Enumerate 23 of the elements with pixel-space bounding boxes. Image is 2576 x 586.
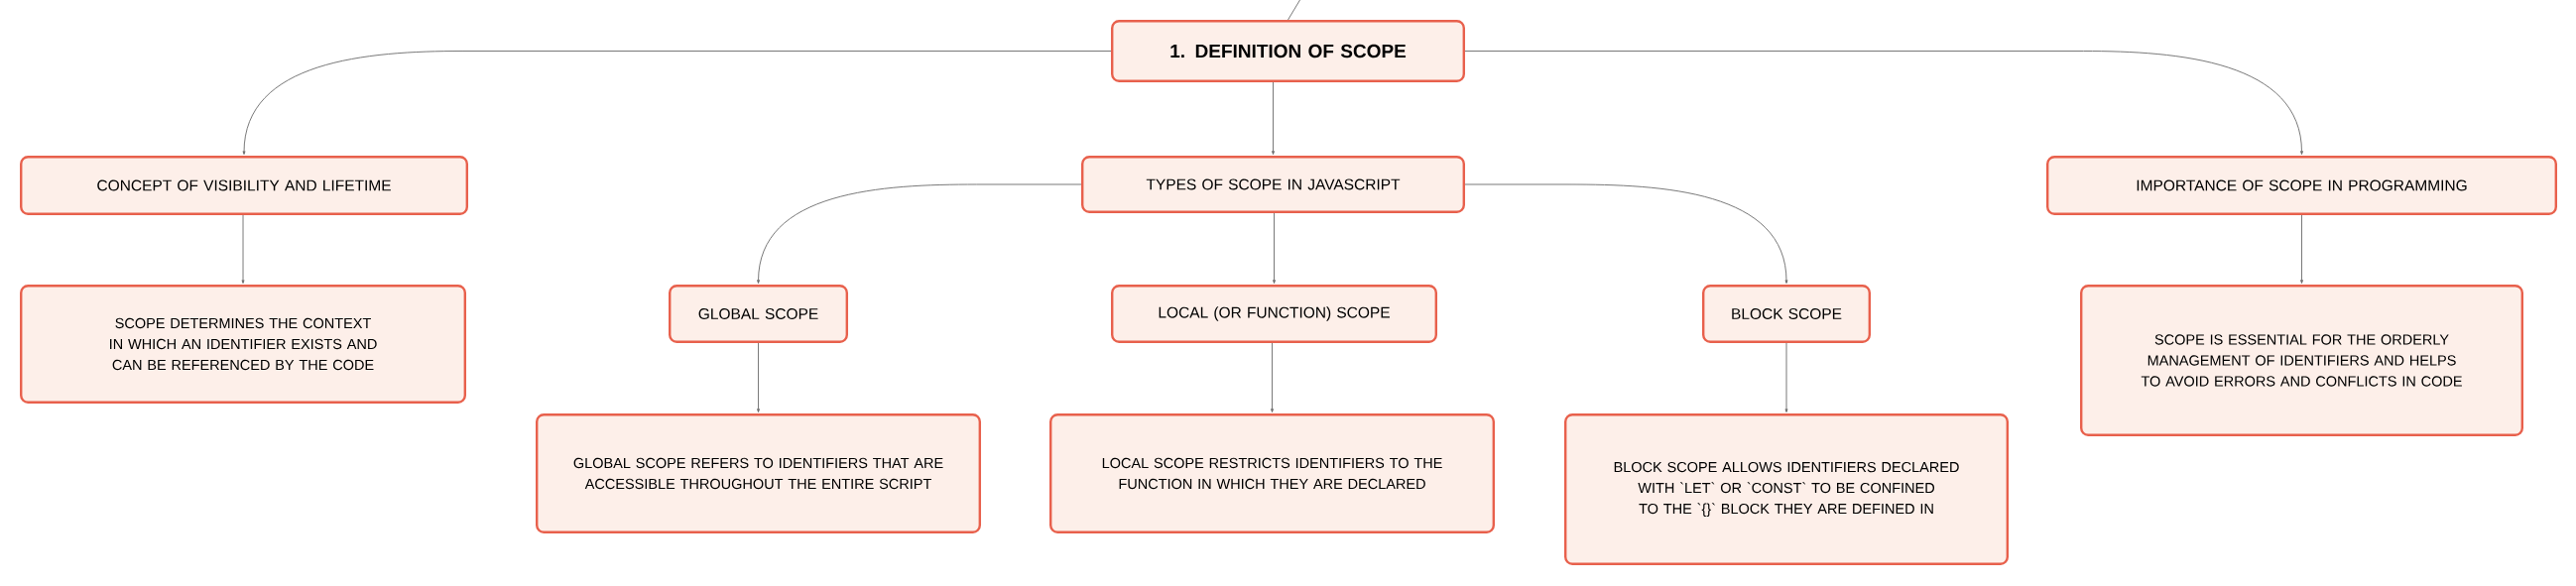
description-box: LOCAL SCOPE RESTRICTS IDENTIFIERS TO THE FUNCTION IN WHICH THEY ARE DECLARED [1049, 413, 1495, 533]
connector-arrow [242, 51, 1112, 155]
connector-arrow [757, 183, 1082, 284]
topic-box: IMPORTANCE OF SCOPE IN PROGRAMMING [2046, 156, 2557, 215]
topic-box: CONCEPT OF VISIBILITY AND LIFETIME [20, 156, 468, 215]
topic-box: BLOCK SCOPE [1702, 285, 1871, 343]
root-topic-box: 1. DEFINITION OF SCOPE [1111, 20, 1465, 82]
connector-arrow [1784, 342, 1788, 412]
topic-box: TYPES OF SCOPE IN JAVASCRIPT [1081, 156, 1465, 213]
connector-arrow [2300, 214, 2303, 284]
connector-arrow [241, 214, 245, 284]
description-box: GLOBAL SCOPE REFERS TO IDENTIFIERS THAT ARE ACCESSIBLE THROUGHOUT THE ENTIRE SCRIPT [536, 413, 982, 533]
connector-arrow [1272, 81, 1275, 155]
connector-arrow [1273, 212, 1276, 284]
description-box: SCOPE IS ESSENTIAL FOR THE ORDERLY MANAGEMENT OF IDENTIFIERS AND HELPS TO AVOID ERRORS AND CONFLICTS IN CODE [2080, 285, 2523, 436]
connector-arrow [757, 342, 760, 412]
topic-box: LOCAL (OR FUNCTION) SCOPE [1111, 285, 1437, 343]
description-box: BLOCK SCOPE ALLOWS IDENTIFIERS DECLARED WITH `LET` OR `CONST` TO BE CONFINED TO THE `{}` BLOCK THEY ARE DEFINED IN [1564, 413, 2009, 565]
connector-arrow [1271, 342, 1274, 412]
connector-arrow [1464, 183, 1788, 284]
description-box: SCOPE DETERMINES THE CONTEXT IN WHICH AN IDENTIFIER EXISTS AND CAN BE REFERENCED BY THE CODE [20, 285, 466, 404]
topic-box: GLOBAL SCOPE [669, 285, 849, 343]
connector-arrow [1464, 51, 2303, 155]
